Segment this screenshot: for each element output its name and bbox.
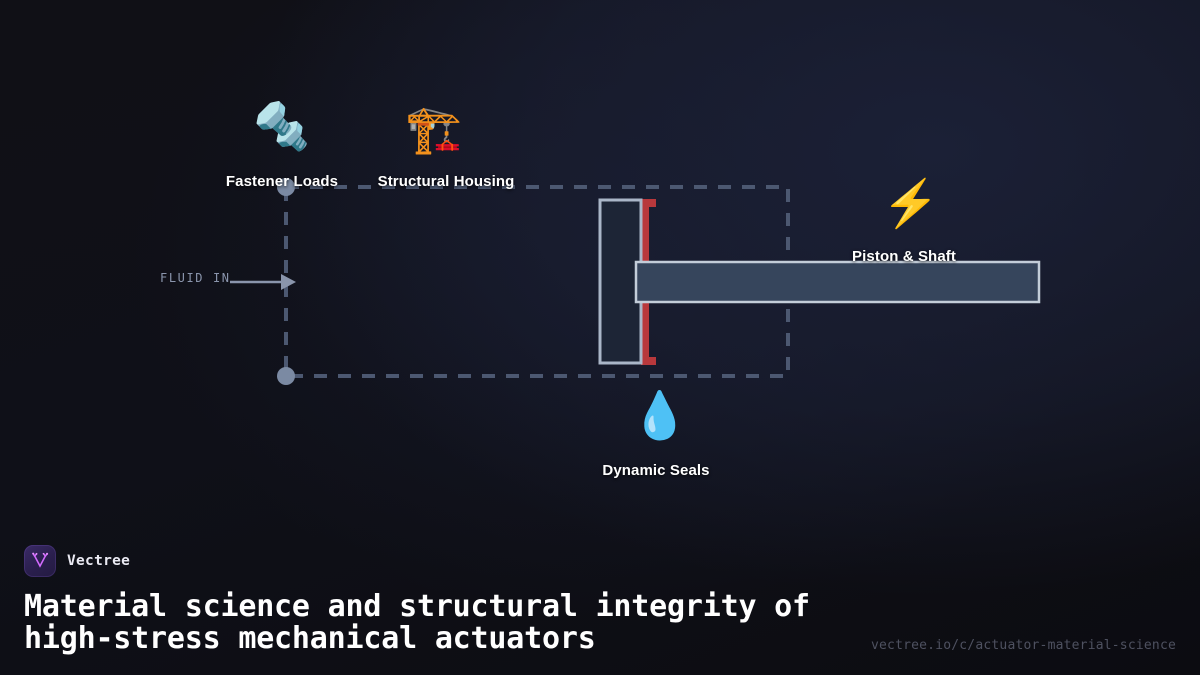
fluid-in-arrow-head: [281, 274, 296, 290]
building-construction-emoji: 🏗️: [405, 103, 463, 155]
page-title: Material science and structural integrit…: [24, 588, 810, 656]
label-piston-and-shaft: Piston & Shaft: [852, 248, 956, 265]
label-fastener-loads: Fastener Loads: [225, 173, 339, 190]
fluid-in-label: FLUID IN: [160, 271, 231, 285]
node-dot-bottom-left: [277, 367, 295, 385]
brand-name: Vectree: [67, 552, 131, 569]
source-url: vectree.io/c/actuator-material-science: [870, 638, 1176, 653]
actuator-schematic-svg: [230, 178, 1041, 385]
node-dot-top-left: [277, 178, 295, 196]
droplet-emoji: 💧: [631, 389, 689, 441]
piston-rod: [634, 260, 1041, 304]
vectree-v-tree-icon: [24, 544, 56, 577]
housing-outline-dashed: [284, 185, 790, 378]
piston-head: [598, 198, 643, 365]
high-voltage-emoji: ⚡: [882, 177, 940, 229]
nut-and-bolt-emoji: 🔩: [253, 100, 311, 152]
label-dynamic-seals: Dynamic Seals: [602, 462, 710, 479]
brand-lockup: Vectree: [24, 544, 1176, 577]
card-footer: Vectree Material science and structural …: [24, 544, 1176, 656]
label-structural-housing: Structural Housing: [377, 173, 515, 190]
